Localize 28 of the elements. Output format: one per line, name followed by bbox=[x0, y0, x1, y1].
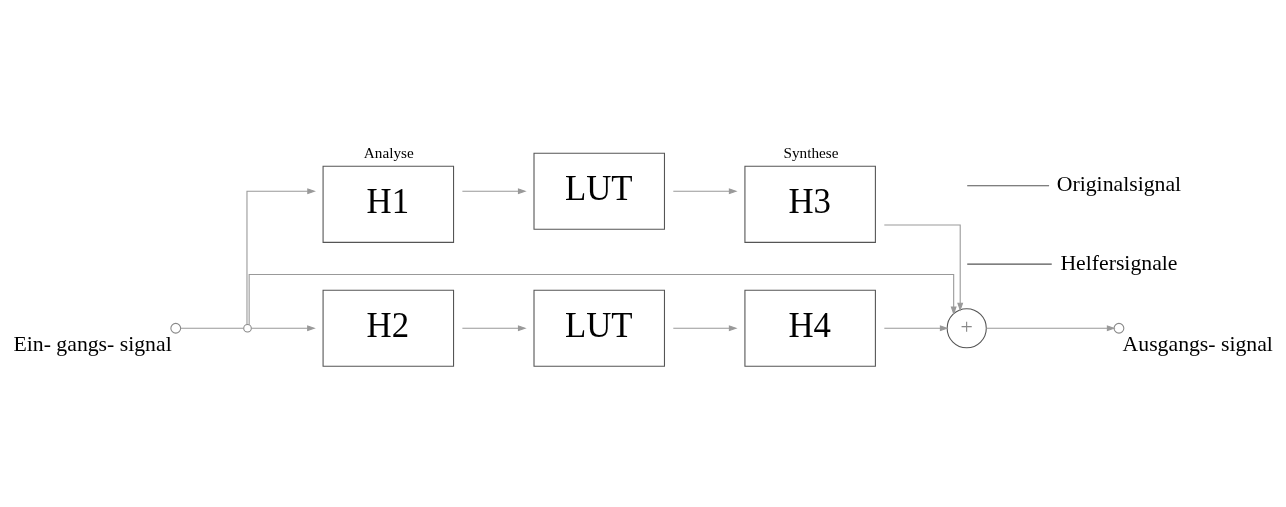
arrow bbox=[461, 325, 527, 332]
node-label: Synthese bbox=[783, 143, 839, 161]
node-box: H1 bbox=[322, 165, 455, 243]
arrow bbox=[672, 325, 738, 332]
node-box: LUT bbox=[533, 152, 665, 230]
node-circle bbox=[243, 323, 252, 333]
node-circle bbox=[1113, 322, 1125, 334]
arrow bbox=[985, 325, 1116, 332]
arrow bbox=[672, 188, 738, 195]
node-label: Ein- gangs- signal bbox=[13, 331, 172, 356]
node-box: H3 bbox=[744, 165, 876, 243]
connector bbox=[966, 185, 1050, 187]
node-box: H4 bbox=[744, 289, 876, 367]
node-label: Ausgangs- signal bbox=[1122, 331, 1273, 356]
connector bbox=[966, 263, 1053, 265]
arrow bbox=[883, 224, 964, 312]
node-text: Helfersignale bbox=[1060, 250, 1178, 275]
node-box: H2 bbox=[322, 289, 455, 367]
node-text: Originalsignal bbox=[1056, 172, 1182, 197]
node-box: LUT bbox=[533, 289, 665, 367]
arrow bbox=[461, 188, 527, 195]
arrow bbox=[883, 325, 949, 332]
arrow bbox=[248, 273, 957, 326]
connector bbox=[180, 327, 245, 329]
node-circle bbox=[170, 322, 182, 334]
arrow bbox=[246, 188, 316, 325]
arrow bbox=[251, 325, 316, 332]
node-label: Analyse bbox=[363, 143, 414, 161]
